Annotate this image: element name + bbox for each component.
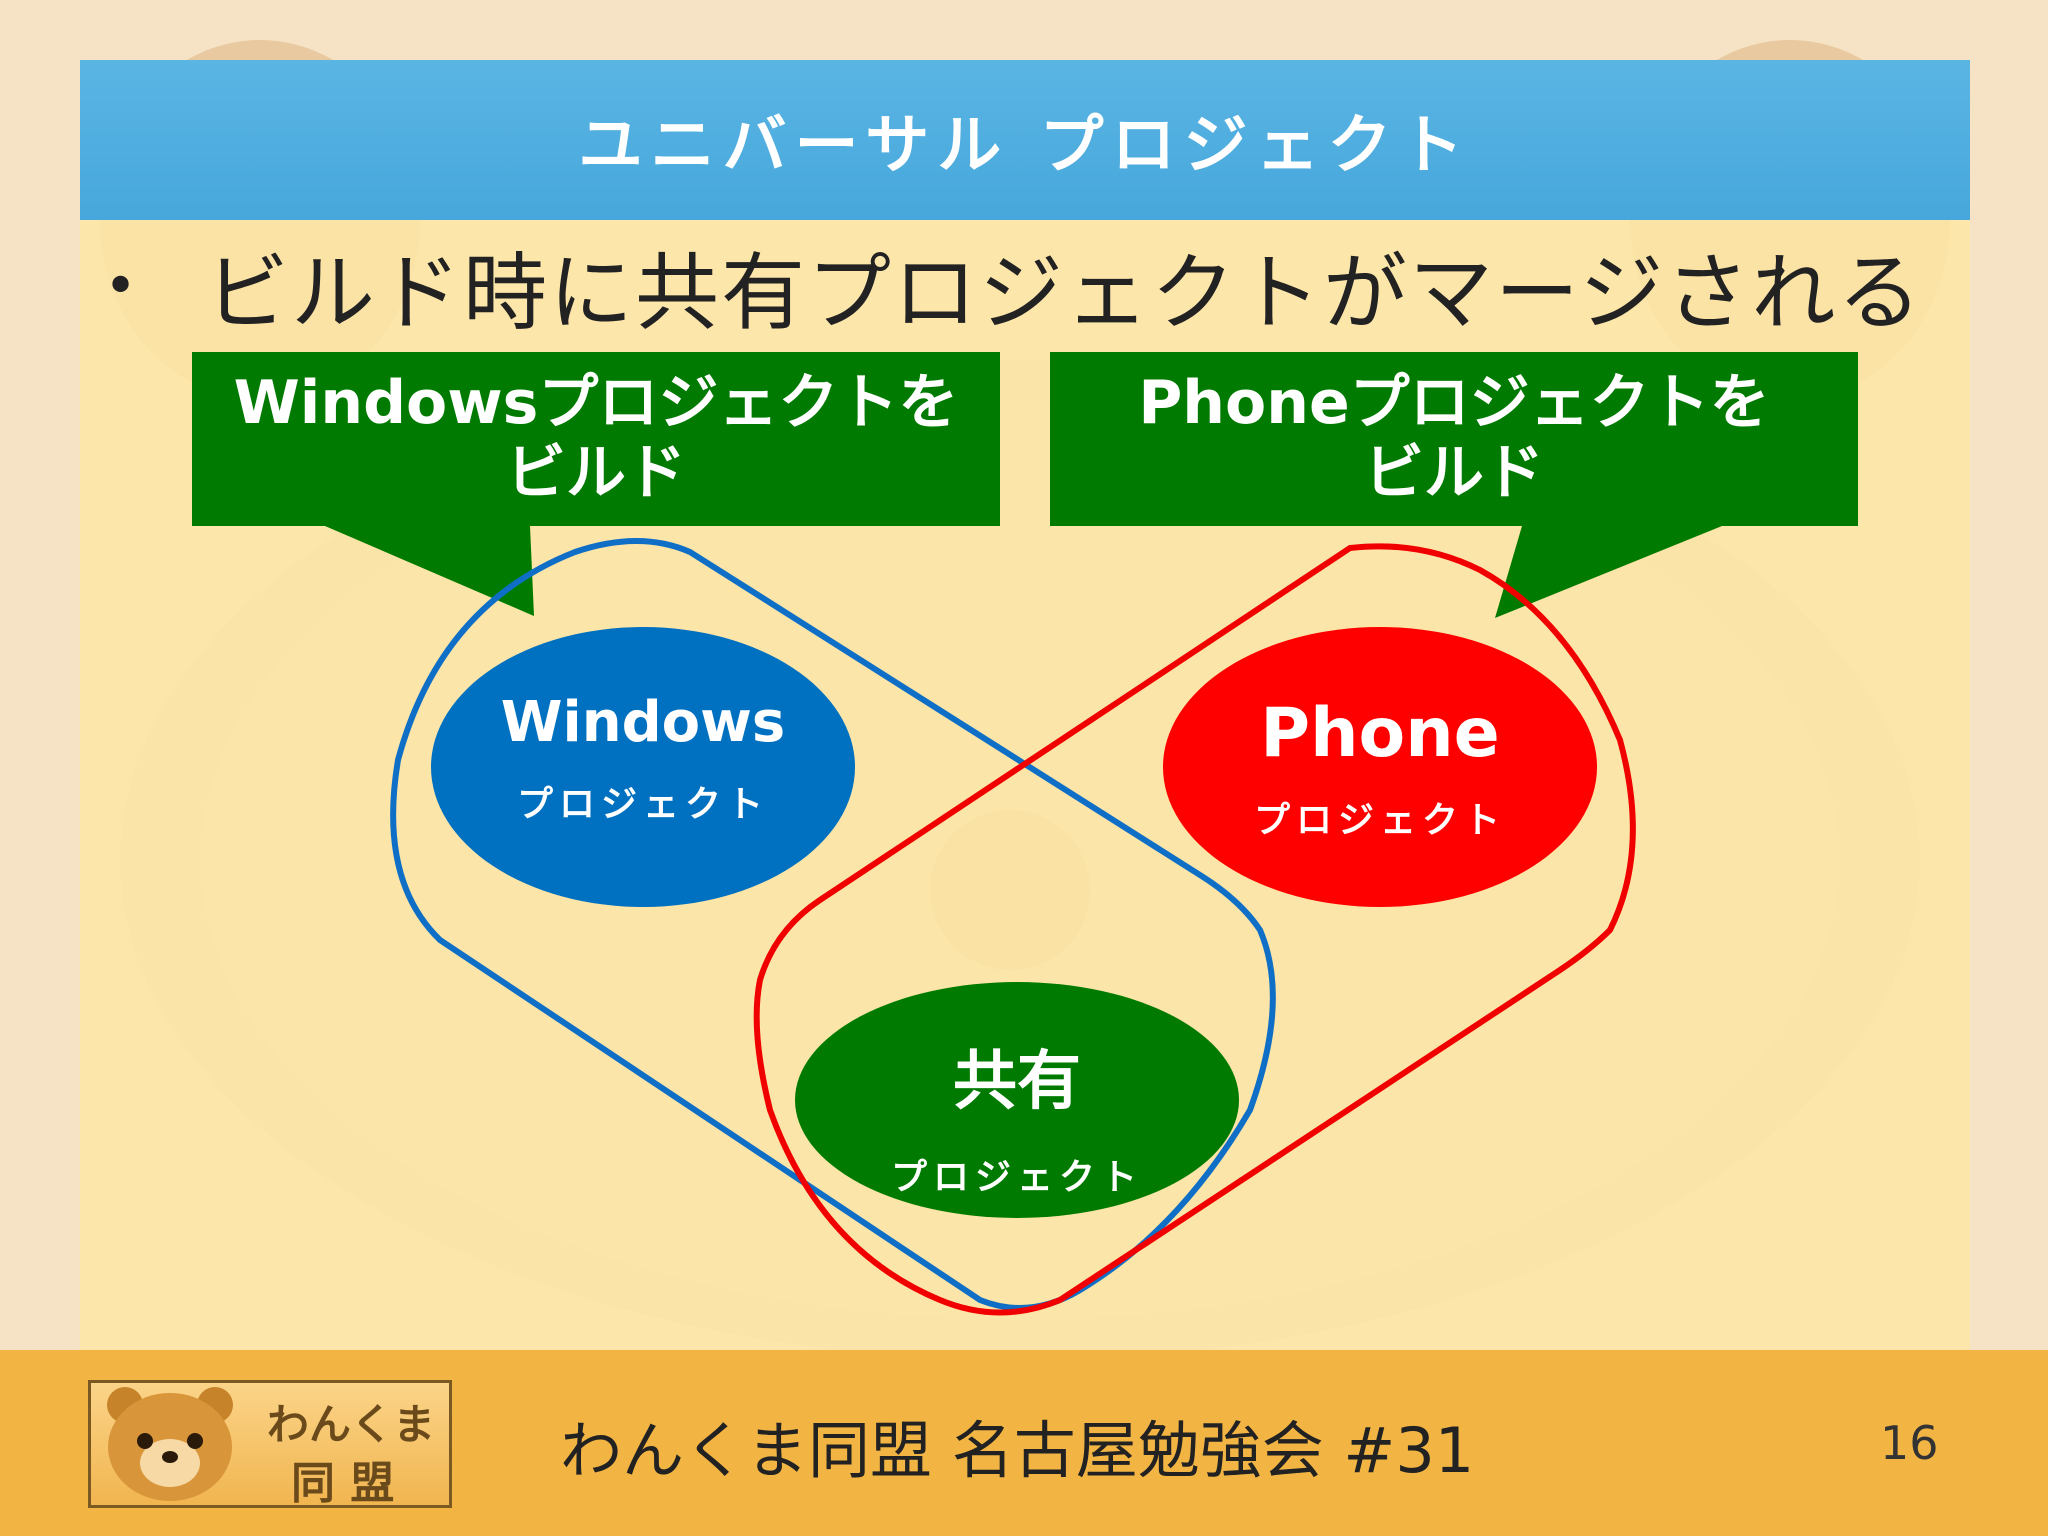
- callout-windows-box: [192, 352, 1000, 616]
- shared-node-title: 共有: [953, 1045, 1081, 1119]
- phone-project-node: [1163, 627, 1597, 907]
- callout-phone-box: [1050, 352, 1858, 618]
- phone-node-label: Phone プロジェクト: [1180, 694, 1580, 843]
- callout-windows-text: Windowsプロジェクトを ビルド: [196, 368, 996, 508]
- callout-windows-line2: ビルド: [506, 438, 686, 508]
- shared-node-label: 共有 プロジェクト: [817, 1030, 1217, 1200]
- bear-face-icon: [107, 1387, 233, 1501]
- slide-title: ユニバーサル プロジェクト: [578, 109, 1472, 183]
- wankuma-logo: わんくま 同 盟: [88, 1380, 452, 1509]
- logo-text-line2: 同 盟: [291, 1458, 395, 1509]
- phone-node-subtitle: プロジェクト: [1253, 800, 1506, 841]
- page-number: 16: [1880, 1416, 1939, 1470]
- bullet-dot: •: [104, 253, 138, 319]
- event-title: わんくま同盟 名古屋勉強会 #31: [560, 1414, 1475, 1487]
- title-bar: ユニバーサル プロジェクト: [80, 60, 1970, 220]
- shared-node-subtitle: プロジェクト: [890, 1157, 1143, 1198]
- callout-phone-text: Phoneプロジェクトを ビルド: [1054, 368, 1854, 508]
- callout-windows-line1: Windowsプロジェクトを: [233, 368, 959, 438]
- windows-project-node: [431, 627, 855, 907]
- windows-node-label: Windows プロジェクト: [443, 690, 843, 827]
- phone-node-title: Phone: [1260, 694, 1500, 773]
- logo-text-line1: わんくま: [267, 1400, 436, 1449]
- shared-project-node: [795, 982, 1239, 1218]
- bullet-text: ビルド時に共有プロジェクトがマージされる: [205, 243, 1924, 342]
- callout-phone-line2: ビルド: [1364, 438, 1544, 508]
- windows-build-outline: [390, 538, 1276, 1311]
- bullet-point: • ビルド時に共有プロジェクトがマージされる: [100, 236, 1923, 342]
- windows-node-title: Windows: [500, 690, 786, 755]
- windows-node-subtitle: プロジェクト: [516, 784, 769, 825]
- phone-build-outline: [753, 543, 1636, 1316]
- callout-phone-line1: Phoneプロジェクトを: [1138, 368, 1770, 438]
